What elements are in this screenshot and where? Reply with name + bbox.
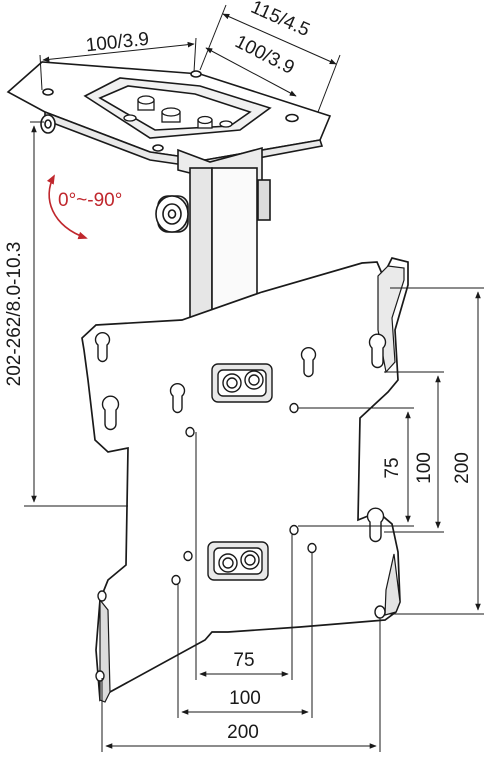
- top-width-label: 100/3.9: [85, 29, 150, 57]
- height-range-label: 202-262/8.0-10.3: [4, 242, 25, 387]
- vesa-plate: [81, 257, 409, 703]
- mounting-holes: [94, 331, 387, 682]
- dimension-lines: [24, 4, 484, 752]
- top-diagonal-label: 115/4.5: [248, 0, 313, 41]
- tilt-knob: [155, 195, 189, 233]
- plate-bolts: [123, 95, 233, 129]
- top-depth-label: 100/3.9: [231, 31, 297, 78]
- v-large-label: 200: [452, 452, 473, 484]
- slot-brackets: [207, 363, 273, 581]
- tilt-label: 0°~-90°: [58, 190, 122, 211]
- v-small-label: 75: [382, 457, 403, 478]
- tilt-arrow: [46, 174, 88, 240]
- h-large-label: 200: [227, 722, 259, 743]
- h-mid-label: 100: [229, 688, 261, 709]
- h-small-label: 75: [233, 650, 254, 671]
- v-mid-label: 100: [414, 452, 435, 484]
